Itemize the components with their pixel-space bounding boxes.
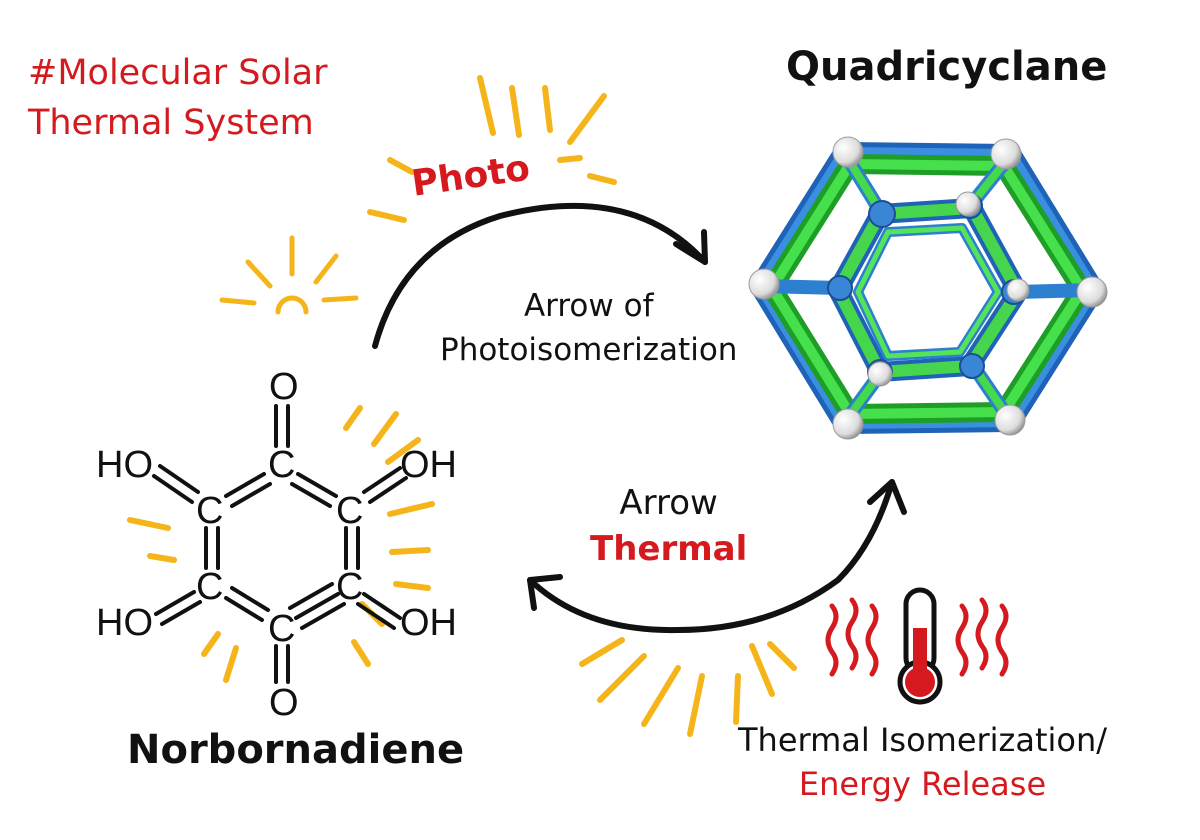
sun-rays-molecule [127, 405, 435, 683]
sun-rays-photo [367, 75, 617, 223]
thermometer-icon [897, 587, 943, 705]
thermal-arrow [527, 479, 907, 634]
atom-c-upper-right: C [336, 490, 364, 532]
sun-icon [219, 235, 359, 315]
atom-o-bottom: O [269, 682, 299, 724]
sun-rays-thermal [579, 637, 797, 737]
hashtag-line-1: #Molecular Solar [28, 53, 328, 93]
hashtag-title: #Molecular Solar Thermal System [28, 48, 328, 148]
thermal-arrow-label: Arrow Thermal [590, 480, 747, 572]
quadricyclane-label: Quadricyclane [786, 44, 1108, 90]
energy-release-label: Thermal Isomerization/ Energy Release [738, 718, 1107, 806]
atom-oh-upper-right: OH [400, 444, 457, 486]
energy-release-line-1: Thermal Isomerization/ [738, 721, 1108, 759]
atom-oh-lower-right: OH [400, 602, 457, 644]
atom-c-bottom: C [268, 608, 296, 650]
thermal-arrow-line-1: Arrow [619, 483, 718, 523]
photoisomerization-line-2: Photoisomerization [440, 332, 738, 368]
atom-c-upper-left: C [196, 490, 224, 532]
energy-release-line-2: Energy Release [798, 765, 1047, 803]
norbornadiene-structure [152, 404, 408, 684]
atom-c-lower-left: C [196, 566, 224, 608]
thermal-arrow-line-2: Thermal [590, 529, 748, 569]
heat-wave-icon [825, 597, 1009, 677]
atom-c-top: C [268, 444, 296, 486]
atom-c-lower-right: C [336, 566, 364, 608]
norbornadiene-label: Norbornadiene [127, 727, 465, 773]
atom-ho-lower-left: HO [96, 602, 153, 644]
photoisomerization-label: Arrow of Photoisomerization [440, 284, 737, 372]
atom-o-top: O [269, 366, 299, 408]
atom-ho-upper-left: HO [96, 444, 153, 486]
photoisomerization-arrow [372, 202, 708, 349]
photoisomerization-line-1: Arrow of [523, 288, 654, 324]
quadricyclane-model [748, 136, 1108, 440]
hashtag-line-2: Thermal System [28, 103, 314, 143]
